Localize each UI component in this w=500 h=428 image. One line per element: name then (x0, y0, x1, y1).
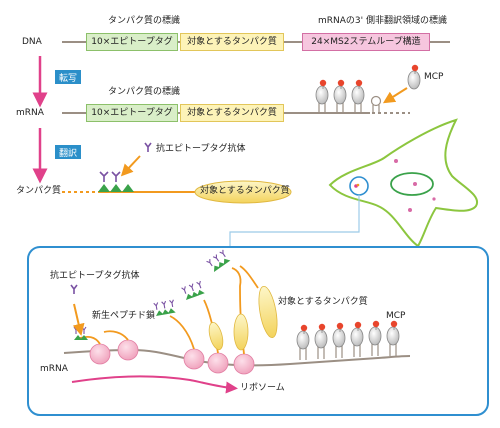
detail-nascent-label: 新生ペプチド鎖 (92, 311, 156, 321)
protein-target-label: 対象とするタンパク質 (200, 186, 290, 196)
nucleus (390, 172, 434, 196)
detail-mcp-label: MCP (386, 311, 406, 321)
mrna-tag-header: タンパク質の標識 (108, 87, 181, 97)
dna-3utr-header: mRNAの3' 側非翻訳領域の標識 (318, 16, 447, 26)
dna-tag-header: タンパク質の標識 (108, 16, 181, 26)
protein-label: タンパク質 (16, 186, 62, 196)
ribosome-direction-arrow (71, 375, 238, 394)
mrna-target-box: 対象とするタンパク質 (180, 104, 284, 122)
detail-ribosome-label: リボソーム (240, 383, 285, 393)
protein-antibody-label: 抗エピトープタグ抗体 (156, 144, 246, 154)
mrna-tag-box: 10×エピトープタグ (86, 104, 178, 122)
antibodies (99, 171, 121, 182)
mrna-mcp-label: MCP (424, 72, 444, 82)
mrna-label: mRNA (16, 108, 44, 118)
translation-label: 翻訳 (55, 145, 81, 159)
detail-mrna-label: mRNA (40, 364, 68, 374)
transcription-label: 転写 (55, 70, 81, 84)
mcp-stem-loops-top (315, 79, 382, 113)
target-protein-ellipse (194, 180, 292, 204)
epitope-tags (98, 184, 134, 192)
detail-panel (27, 246, 489, 416)
detail-mcp-stem-loops (296, 320, 400, 360)
detail-antibody-label: 抗エピトープタグ抗体 (50, 271, 140, 281)
dna-label: DNA (22, 37, 42, 47)
detail-tag-clusters (73, 249, 231, 340)
dna-target-box: 対象とするタンパク質 (180, 33, 284, 51)
free-mcp (407, 64, 421, 90)
dna-ms2-box: 24×MS2ステムループ構造 (302, 33, 430, 51)
antibody-icon (144, 142, 152, 152)
detail-antibody-icon (70, 284, 78, 294)
dna-tag-box: 10×エピトープタグ (86, 33, 178, 51)
cell-outline (328, 118, 479, 248)
folded-target-proteins (208, 285, 278, 351)
detail-target-label: 対象とするタンパク質 (278, 297, 368, 307)
